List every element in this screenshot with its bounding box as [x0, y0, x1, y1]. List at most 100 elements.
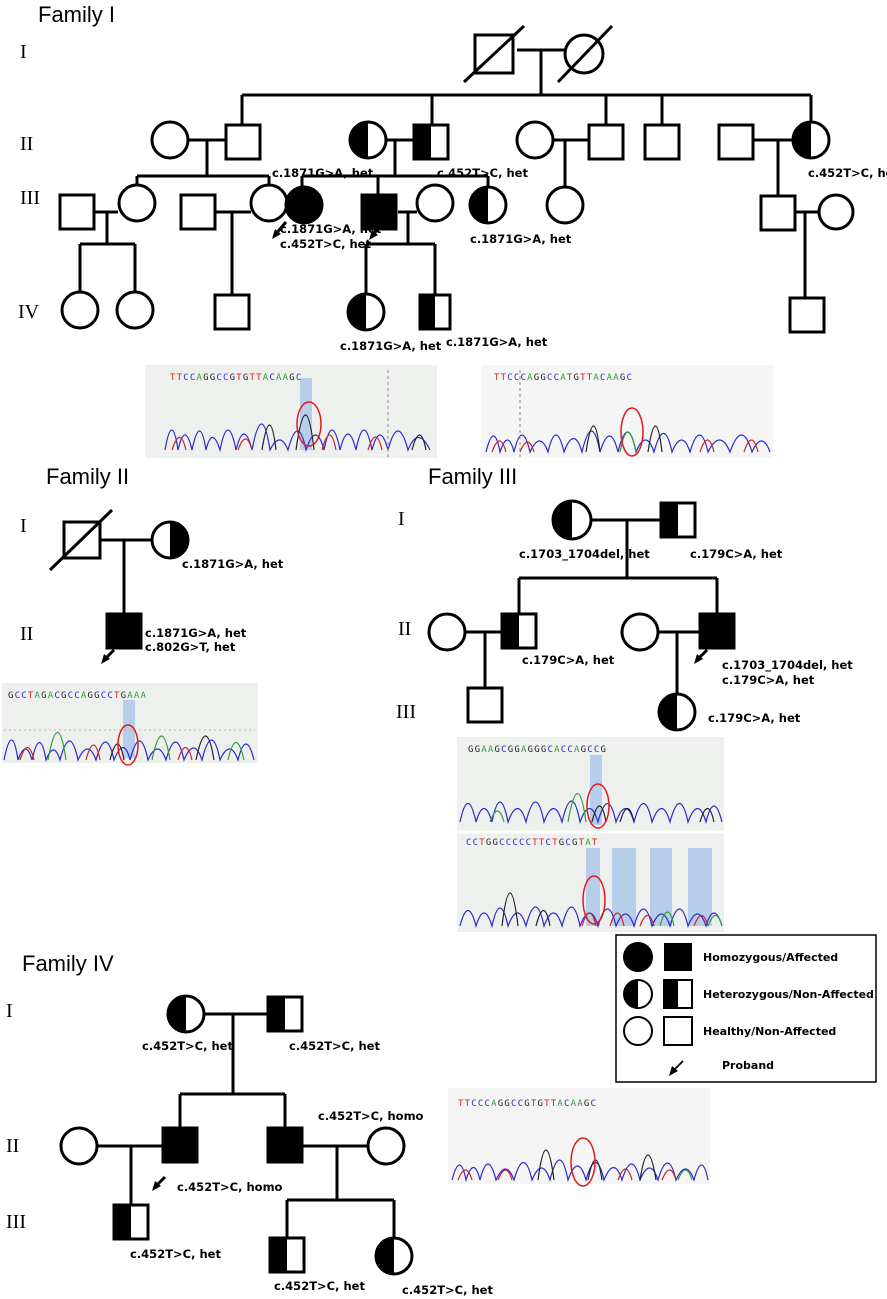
legend-healthy-square — [663, 1016, 693, 1046]
legend-heterozygous-circle-half — [624, 980, 638, 1008]
legend-homozygous-circle — [623, 942, 653, 972]
f1-chrom-left-highlight — [300, 378, 312, 450]
family-3: Family III I II III c.1703_1704del, het … — [396, 464, 853, 732]
f1-chromatogram-right: TTCCCAGGCCATGTTACAAGC — [481, 365, 773, 458]
f1-chrom-right-sequence: TTCCCAGGCCATGTTACAAGC — [494, 373, 633, 383]
f2-chrom-trace-a — [47, 732, 245, 761]
f1-i-grandmother-deceased — [556, 24, 614, 84]
f3-chrom-top-trace — [459, 800, 723, 825]
f1-ii-male-1 — [224, 123, 262, 161]
family-4-gen-1: I — [6, 1000, 13, 1022]
f2-ii-proband-label-a: c.1871G>A, het — [145, 626, 247, 640]
f3-chrom-bottom-highlight-1 — [586, 848, 600, 926]
f1-chrom-left-mutation-circle — [296, 401, 322, 447]
f3-ii-inlaw-female-1 — [427, 612, 467, 652]
f1-ii-female-carrier-half — [793, 122, 811, 158]
family-1-gen-3: III — [20, 187, 40, 209]
f1-chrom-left-sequence: TTCCAGGCCGTGTTACAAGC — [170, 373, 303, 383]
f1-iv-son-half — [420, 295, 435, 329]
f4-i-father-half — [268, 997, 285, 1031]
f4-chrom-trace-a — [677, 1169, 693, 1181]
f1-iv-male-2 — [788, 296, 826, 334]
f3-chrom-bottom-highlight-3 — [650, 848, 672, 926]
f2-i-father-deceased — [48, 508, 114, 572]
legend-box — [615, 934, 877, 1083]
f3-i-father-label: c.179C>A, het — [690, 547, 783, 561]
f4-ii-proband-affected — [161, 1126, 199, 1164]
f3-chrom-bottom-trace-g — [501, 892, 551, 927]
f1-ii-right-label: c.452T>C, het — [808, 166, 887, 180]
f4-iii-grandson-label: c.452T>C, het — [274, 1279, 365, 1293]
f3-ii-proband-label-b: c.179C>A, het — [722, 673, 815, 687]
legend-healthy-circle — [623, 1016, 653, 1046]
f1-iii-proband-label-a: c.1871G>A, het — [280, 222, 382, 236]
f4-iii-granddaughter-label: c.452T>C, het — [402, 1283, 493, 1297]
f1-iv-female-2 — [115, 290, 155, 330]
f1-iii-inlaw-female — [415, 183, 455, 223]
f3-ii-son-half — [502, 614, 519, 648]
f2-chrom-trace-t — [19, 744, 193, 761]
f1-chromatogram-left: TTCCAGGCCGTGTTACAAGC — [145, 365, 437, 458]
f1-ii-mother-half — [350, 122, 368, 158]
family-1-title: Family I — [38, 2, 115, 27]
f1-ii-mother-label: c.1871G>A, het — [272, 166, 374, 180]
family-1-gen-2: II — [20, 133, 33, 155]
f1-iv-daughter-label: c.1871G>A, het — [340, 339, 442, 353]
family-2: Family II I II c.1871G>A, het c.1871G>A,… — [20, 464, 284, 664]
legend-proband-label: Proband — [722, 1059, 774, 1072]
f1-ii-female-2 — [515, 120, 555, 160]
f1-iii-female-1 — [117, 183, 157, 223]
f3-iii-male — [466, 686, 504, 724]
f1-proband-arrowhead-2 — [369, 230, 378, 240]
family-4-gen-3: III — [6, 1211, 26, 1233]
f1-chrom-right-trace-a — [619, 431, 637, 453]
family-3-title: Family III — [428, 464, 517, 489]
f1-iii-female-3 — [545, 185, 585, 225]
f1-ii-male-3 — [643, 123, 681, 161]
legend: Homozygous/Affected Heterozygous/Non-Aff… — [615, 934, 877, 1083]
f1-chrom-left-trace-g — [261, 414, 427, 451]
f3-chrom-bottom-mutation-circle — [582, 875, 606, 925]
f4-ii-brother-affected — [266, 1126, 304, 1164]
f2-chrom-mutation-circle — [117, 724, 139, 766]
f4-ii-proband-label: c.452T>C, homo — [177, 1180, 283, 1194]
f2-ii-proband-label-b: c.802G>T, het — [145, 640, 236, 654]
f4-chrom-sequence: TTCCCAGGCCGTGTTACAAGC — [458, 1099, 597, 1109]
f3-iii-daughter-label: c.179C>A, het — [708, 711, 801, 725]
f4-ii-brother-label: c.452T>C, homo — [318, 1109, 424, 1123]
f1-iii-inlaw-female-2 — [817, 193, 855, 231]
f3-chrom-bottom-trace-t — [581, 912, 709, 927]
f3-chrom-top-highlight — [590, 755, 602, 825]
f4-proband-arrowhead — [152, 1181, 161, 1191]
f3-lines-left — [465, 630, 501, 688]
f3-i-father-half — [661, 503, 678, 537]
f3-i-mother-label: c.1703_1704del, het — [519, 547, 650, 562]
f1-iv-male-1 — [213, 293, 251, 331]
f3-chrom-bottom-sequence: CCTGGCCCCCTTCTGCGTAT — [466, 838, 599, 848]
f2-proband-arrowhead — [101, 654, 110, 664]
f1-iii-male-2 — [759, 194, 797, 232]
f2-chrom-sequence: GCCTAGACGCCAGGCCTGAAA — [8, 691, 147, 701]
f4-ii-inlaw-female-1 — [59, 1126, 99, 1166]
f1-ii-inlaw-female — [150, 120, 190, 160]
f1-chrom-left-trace-t — [171, 434, 383, 451]
f3-chrom-bottom-highlight-4 — [688, 848, 712, 926]
family-3-gen-1: I — [398, 508, 405, 530]
f2-chromatogram: GCCTAGACGCCAGGCCTGAAA — [2, 683, 258, 766]
f1-i-grandfather-deceased — [462, 24, 526, 84]
f3-ii-son-label: c.179C>A, het — [522, 653, 615, 667]
f1-iii-male-1 — [179, 193, 217, 231]
legend-homozygous-label: Homozygous/Affected — [703, 951, 838, 964]
f3-chrom-bottom-trace-a — [659, 911, 723, 927]
f1-iii-female-2 — [249, 183, 289, 223]
f3-chrom-top-mutation-circle — [586, 783, 610, 829]
family-2-gen-1: I — [20, 515, 27, 537]
f2-lines — [100, 538, 152, 614]
f3-ii-proband-affected — [698, 612, 736, 650]
f4-ii-inlaw-female-2 — [366, 1126, 406, 1166]
legend-heterozygous-label: Heterozygous/Non-Affected — [703, 988, 874, 1001]
f1-iii-proband-label-b: c.452T>C, het — [280, 237, 371, 251]
f4-iii-son-half — [114, 1205, 131, 1239]
f1-proband-arrowhead-1 — [272, 229, 281, 239]
